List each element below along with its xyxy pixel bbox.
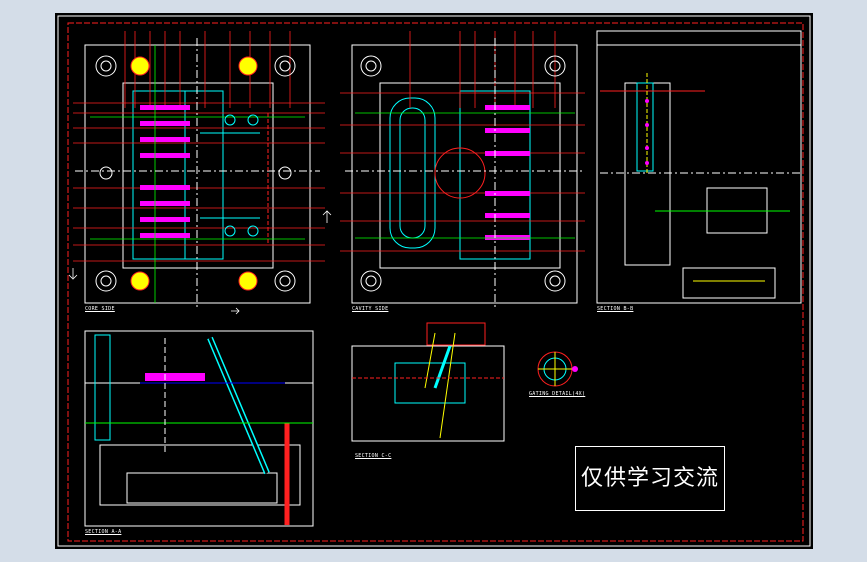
section-aa-view <box>84 330 314 527</box>
cad-drawing-sheet: CORE SIDE CAVITY SIDE SECTION B-B SECTIO… <box>55 13 813 549</box>
label-cavity-side: CAVITY SIDE <box>352 306 389 312</box>
label-gating-detail: GATING DETAIL(4X) <box>529 391 586 397</box>
label-section-bb: SECTION B-B <box>597 306 634 312</box>
cavity-side-view <box>340 31 585 308</box>
section-cc-view <box>351 322 505 442</box>
watermark-stamp: 仅供学习交流 <box>575 446 725 511</box>
label-section-aa: SECTION A-A <box>85 529 122 535</box>
outer-frame <box>57 15 811 547</box>
section-bb-view <box>596 30 802 304</box>
core-side-view <box>73 31 325 308</box>
gating-detail-view <box>537 351 578 387</box>
inner-frame <box>67 22 804 542</box>
label-section-cc: SECTION C-C <box>355 453 392 459</box>
label-core-side: CORE SIDE <box>85 306 115 312</box>
mold-assembly-drawing <box>57 15 811 547</box>
